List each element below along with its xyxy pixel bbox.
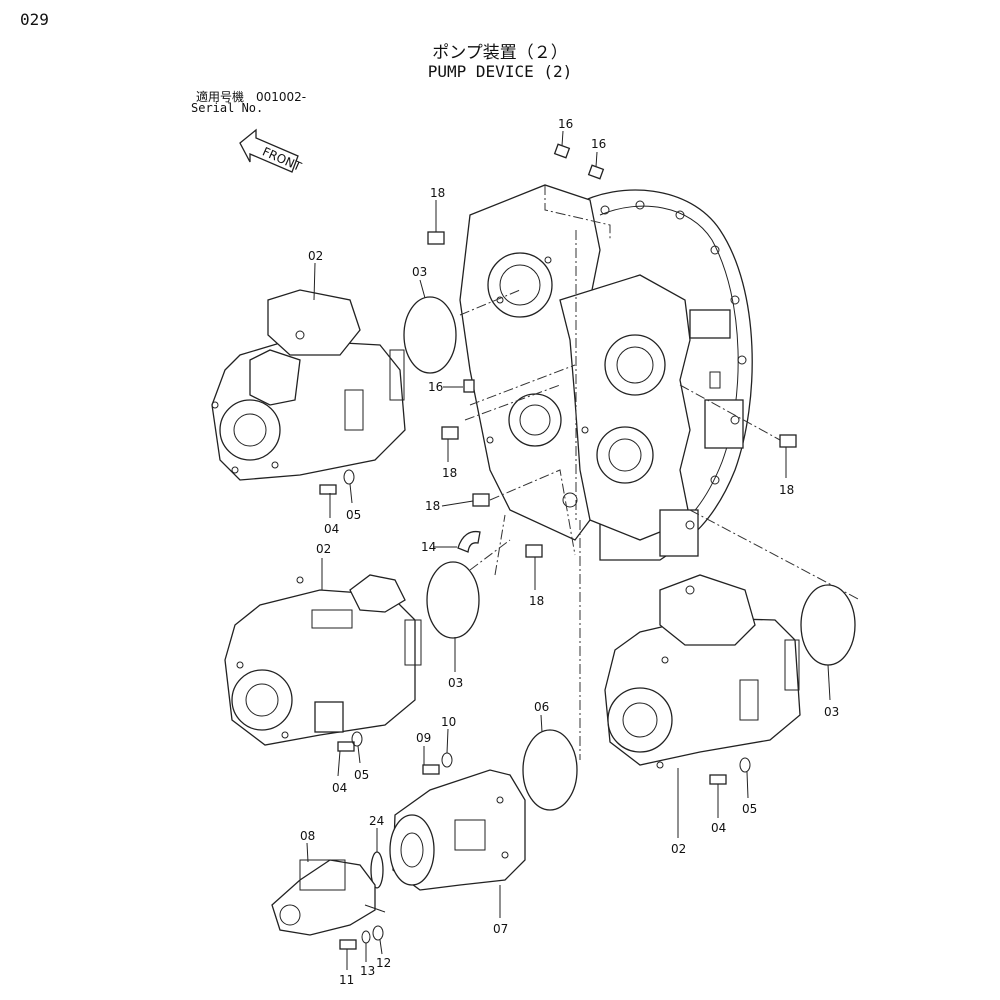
- callout-24: 24: [369, 814, 384, 828]
- pilot-pump-08: [271, 859, 386, 936]
- callout-06: 06: [534, 700, 549, 714]
- o-ring-03-upper: [403, 296, 457, 374]
- callout-16: 16: [591, 137, 606, 151]
- callout-08: 08: [300, 829, 315, 843]
- callout-14: 14: [421, 540, 436, 554]
- callout-04: 04: [332, 781, 347, 795]
- washer-05-middle: [351, 731, 363, 747]
- o-ring-06: [522, 729, 578, 811]
- page-number: 029: [20, 10, 49, 29]
- callout-18: 18: [425, 499, 440, 513]
- callout-11: 11: [339, 973, 354, 987]
- page-title-english: PUMP DEVICE (2): [427, 62, 573, 81]
- callout-04: 04: [324, 522, 339, 536]
- elbow-18-e: [779, 434, 797, 448]
- washer-05-upper: [343, 469, 355, 485]
- callout-13: 13: [360, 964, 375, 978]
- bolt-04-upper: [319, 484, 337, 495]
- gear-pump-07: [389, 769, 526, 891]
- fitting-16-b: [587, 164, 605, 180]
- bolt-04-right: [709, 774, 727, 785]
- callout-09: 09: [416, 731, 431, 745]
- callout-05: 05: [346, 508, 361, 522]
- elbow-18-d: [525, 544, 543, 558]
- elbow-18-a: [427, 231, 445, 245]
- callout-07: 07: [493, 922, 508, 936]
- fitting-16-c: [463, 379, 475, 393]
- elbow-18-c: [472, 493, 490, 507]
- page-title-japanese: ポンプ装置（２）: [432, 43, 568, 63]
- callout-02: 02: [671, 842, 686, 856]
- callout-18: 18: [430, 186, 445, 200]
- serial-label-english: Serial No.: [191, 101, 264, 115]
- callout-03: 03: [824, 705, 839, 719]
- washer-13: [361, 930, 371, 944]
- hydraulic-pump-right: [604, 574, 801, 769]
- bolt-04-middle: [337, 741, 355, 752]
- o-ring-03-right: [800, 584, 856, 666]
- callout-labels: 16 16 18 03 02 16 18 18 14 18 18 02 03 0…: [300, 117, 839, 987]
- elbow-18-b: [441, 426, 459, 440]
- elbow-14: [457, 530, 481, 553]
- washer-12: [372, 925, 384, 941]
- callout-18: 18: [779, 483, 794, 497]
- callout-03: 03: [412, 265, 427, 279]
- callout-02: 02: [308, 249, 323, 263]
- bolt-09: [422, 764, 440, 775]
- pump-housing: [459, 184, 753, 561]
- washer-10: [441, 752, 453, 768]
- serial-label-japanese: 適用号機 001002-: [196, 90, 307, 104]
- front-arrow-icon: FRONT: [239, 128, 304, 174]
- callout-16: 16: [428, 380, 443, 394]
- callout-16: 16: [558, 117, 573, 131]
- callout-12: 12: [376, 956, 391, 970]
- callout-04: 04: [711, 821, 726, 835]
- hydraulic-pump-middle-left: [224, 574, 422, 746]
- callout-03: 03: [448, 676, 463, 690]
- bolt-11: [339, 939, 357, 950]
- washer-05-right: [739, 757, 751, 773]
- callout-02: 02: [316, 542, 331, 556]
- hydraulic-pump-upper-left: [211, 289, 406, 481]
- callout-05: 05: [742, 802, 757, 816]
- callout-10: 10: [441, 715, 456, 729]
- leader-lines: [306, 130, 831, 970]
- fitting-16-a: [553, 143, 571, 159]
- callout-05: 05: [354, 768, 369, 782]
- o-ring-03-middle: [426, 561, 480, 639]
- callout-18: 18: [529, 594, 544, 608]
- callout-18: 18: [442, 466, 457, 480]
